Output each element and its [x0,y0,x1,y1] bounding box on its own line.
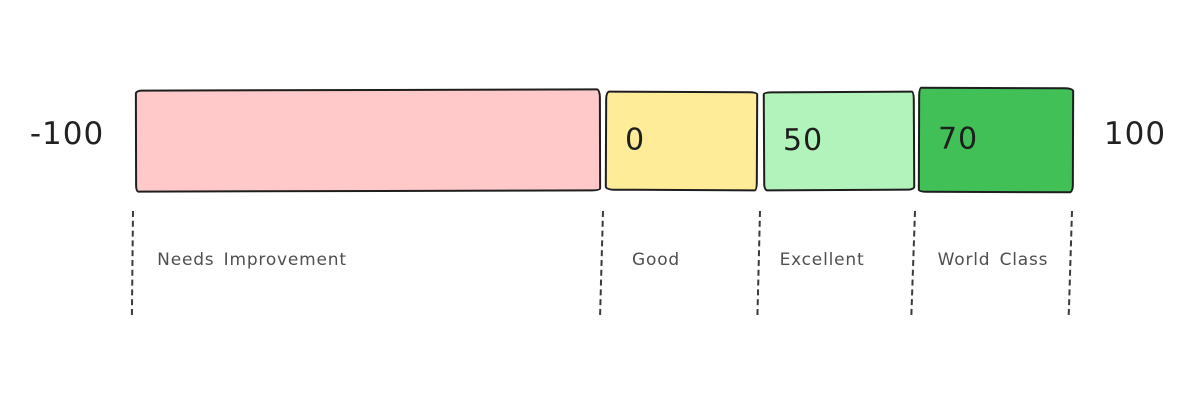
range-label-good: Good [632,250,680,270]
segment-world-class: 70 [917,86,1075,194]
segment-boundary-value: 0 [624,122,646,158]
axis-max-label: 100 [1103,116,1167,152]
range-label-world-class: World Class [937,250,1049,270]
segment-boundary-value: 70 [937,121,979,157]
range-label-needs-improvement: Needs Improvement [157,250,347,270]
segment-boundary-value: 50 [782,122,824,159]
axis-min-label: -100 [29,116,105,152]
segment-excellent: 50 [762,90,916,192]
segment-needs-improvement [134,88,602,193]
segment-good: 0 [604,90,759,192]
range-label-excellent: Excellent [779,250,865,270]
